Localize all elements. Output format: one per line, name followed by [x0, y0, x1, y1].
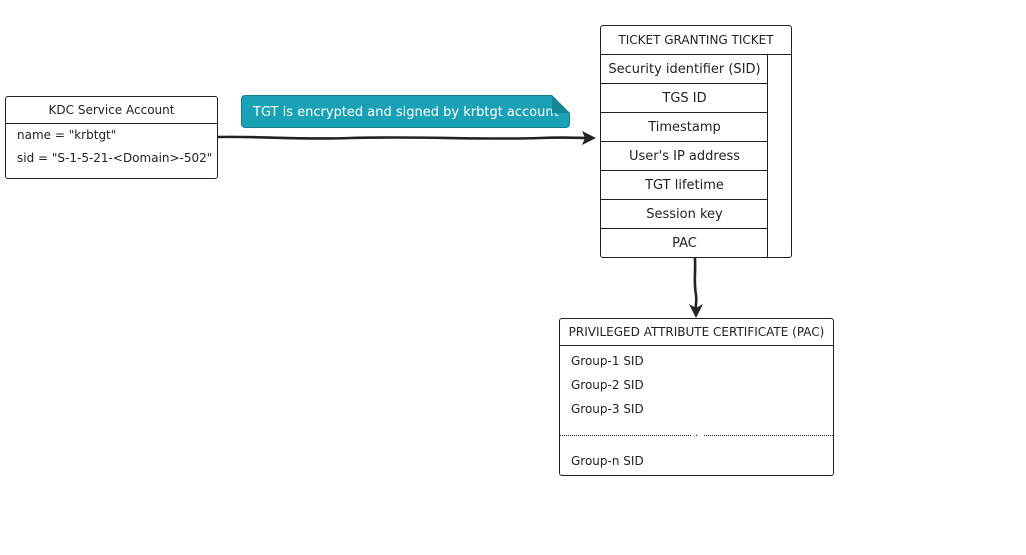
- pac-group-3: Group-3 SID: [571, 402, 644, 416]
- kdc-service-account-title: KDC Service Account: [6, 97, 217, 124]
- tgt-column-divider: [767, 55, 769, 258]
- encryption-note: TGT is encrypted and signed by krbtgt ac…: [241, 95, 570, 128]
- pac-box: PRIVILEGED ATTRIBUTE CERTIFICATE (PAC) G…: [559, 318, 834, 476]
- pac-group-1: Group-1 SID: [571, 354, 644, 368]
- pac-title: PRIVILEGED ATTRIBUTE CERTIFICATE (PAC): [560, 319, 833, 346]
- tgt-to-pac-arrow: [692, 249, 698, 311]
- tgt-field-timestamp: Timestamp: [601, 113, 768, 142]
- pac-group-n: Group-n SID: [571, 454, 644, 468]
- kdc-to-tgt-arrow: [217, 135, 591, 140]
- tgt-title: TICKET GRANTING TICKET: [601, 26, 791, 55]
- tgt-field-lifetime: TGT lifetime: [601, 171, 768, 200]
- pac-group-2: Group-2 SID: [571, 378, 644, 392]
- kdc-attribute-name: name = "krbtgt": [17, 128, 117, 142]
- kdc-service-account-box: KDC Service Account name = "krbtgt" sid …: [5, 96, 218, 179]
- tgt-field-ip-address: User's IP address: [601, 142, 768, 171]
- encryption-note-text: TGT is encrypted and signed by krbtgt ac…: [253, 105, 559, 120]
- tgt-field-pac: PAC: [672, 236, 697, 251]
- pac-separator-mark: .: [690, 428, 703, 440]
- tgt-to-pac-arrowhead: [689, 304, 703, 318]
- tgt-field-tgs-id: TGS ID: [601, 84, 768, 113]
- tgt-field-sid: Security identifier (SID): [601, 55, 768, 84]
- tgt-fields: Security identifier (SID) TGS ID Timesta…: [601, 55, 791, 258]
- kdc-attribute-sid: sid = "S-1-5-21-<Domain>-502": [17, 151, 213, 165]
- tgt-field-session-key: Session key: [601, 200, 768, 229]
- pac-ellipsis-separator: .: [560, 421, 833, 449]
- kdc-to-tgt-arrowhead: [582, 131, 596, 145]
- note-fold-icon: [552, 95, 570, 113]
- ticket-granting-ticket-box: TICKET GRANTING TICKET Security identifi…: [600, 25, 792, 258]
